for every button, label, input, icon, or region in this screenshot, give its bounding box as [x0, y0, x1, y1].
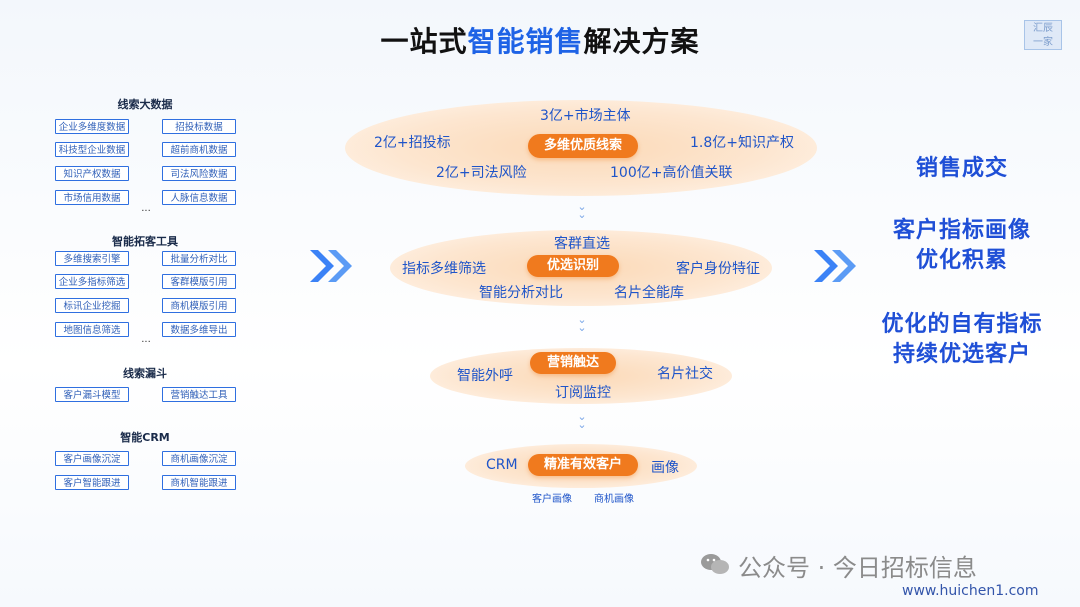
website-url[interactable]: www.huichen1.com [902, 583, 1039, 599]
level4-left-label: CRM [486, 457, 518, 473]
result-line: 优化的自有指标 [881, 312, 1043, 337]
level1-left-label: 2亿+招投标 [374, 135, 451, 151]
result-customer-profile: 客户指标画像 优化积累 [852, 216, 1072, 276]
tag-bidding-data: 招投标数据 [162, 119, 236, 134]
chevron-down-icon: ⌄⌄ [577, 410, 587, 431]
level2-center-pill: 优选识别 [527, 255, 619, 277]
level2-top-label: 客群直选 [554, 236, 610, 252]
tag-opportunity-profile: 商机画像沉淀 [162, 451, 236, 466]
tag-customer-profile: 客户画像沉淀 [55, 451, 129, 466]
tag-search-engine: 多维搜索引擎 [55, 251, 129, 266]
title-suffix: 解决方案 [583, 25, 700, 58]
result-line: 持续优选客户 [892, 342, 1031, 367]
chevron-down-icon: ⌄⌄ [577, 313, 587, 334]
result-line: 销售成交 [915, 156, 1008, 181]
tag-marketing-reach: 营销触达工具 [162, 387, 236, 402]
level3-right-label: 名片社交 [657, 366, 713, 382]
tag-network-data: 人脉信息数据 [162, 190, 236, 205]
logo-line-1: 汇辰 [1033, 23, 1053, 34]
level3-center-pill: 营销触达 [530, 352, 616, 374]
level2-left-label: 指标多维筛选 [402, 261, 486, 277]
group-title-smart-crm: 智能CRM [120, 431, 170, 444]
page-title: 一站式智能销售解决方案 [0, 20, 1080, 60]
level2-bottom-left-label: 智能分析对比 [479, 285, 563, 301]
group-title-lead-data: 线索大数据 [117, 98, 173, 111]
level4-bottom-left-label: 客户画像 [532, 494, 572, 505]
level4-right-label: 画像 [651, 460, 679, 476]
level3-left-label: 智能外呼 [457, 368, 513, 384]
result-line: 客户指标画像 [892, 218, 1031, 243]
wechat-icon [700, 552, 730, 580]
level2-bottom-right-label: 名片全能库 [614, 285, 684, 301]
tag-opportunity-followup: 商机智能跟进 [162, 475, 236, 490]
group-title-lead-funnel: 线索漏斗 [123, 367, 167, 380]
tag-map-filter: 地图信息筛选 [55, 322, 129, 337]
result-sales-deal: 销售成交 [852, 154, 1072, 184]
level4-center-pill: 精准有效客户 [528, 454, 638, 476]
chevron-down-icon: ⌄⌄ [577, 200, 587, 221]
level1-bottom-right-label: 100亿+高价值关联 [610, 165, 733, 181]
tag-batch-compare: 批量分析对比 [162, 251, 236, 266]
level2-right-label: 客户身份特征 [676, 261, 760, 277]
level1-top-label: 3亿+市场主体 [540, 108, 631, 124]
level4-bottom-right-label: 商机画像 [594, 494, 634, 505]
tag-bid-enterprise-mining: 标讯企业挖掘 [55, 298, 129, 313]
tag-credit-data: 市场信用数据 [55, 190, 129, 205]
tag-multi-indicator-filter: 企业多指标筛选 [55, 274, 129, 289]
result-optimized-indicators: 优化的自有指标 持续优选客户 [852, 310, 1072, 370]
tag-customer-followup: 客户智能跟进 [55, 475, 129, 490]
level1-bottom-left-label: 2亿+司法风险 [436, 165, 527, 181]
brand-logo: 汇辰 一家 [1024, 20, 1062, 50]
tag-enterprise-data: 企业多维度数据 [55, 119, 129, 134]
group-title-prospecting-tools: 智能拓客工具 [112, 235, 178, 248]
tag-judicial-risk-data: 司法风险数据 [162, 166, 236, 181]
wechat-account-label: 公众号 · 今日招标信息 [738, 554, 977, 582]
title-highlight: 智能销售 [467, 25, 584, 58]
tag-ip-data: 知识产权数据 [55, 166, 129, 181]
chevron-right-icon [812, 248, 860, 288]
tag-early-opportunity-data: 超前商机数据 [162, 142, 236, 157]
level3-bottom-label: 订阅监控 [555, 385, 611, 401]
tag-tech-enterprise-data: 科技型企业数据 [55, 142, 129, 157]
logo-line-2: 一家 [1033, 37, 1053, 48]
chevron-right-icon [308, 248, 356, 288]
tag-segment-template: 客群模版引用 [162, 274, 236, 289]
tag-customer-funnel: 客户漏斗模型 [55, 387, 129, 402]
more-ellipsis: ... [141, 334, 151, 345]
title-prefix: 一站式 [380, 25, 468, 58]
tag-opportunity-template: 商机模版引用 [162, 298, 236, 313]
level1-right-label: 1.8亿+知识产权 [690, 135, 794, 151]
level1-center-pill: 多维优质线索 [528, 134, 638, 158]
result-line: 优化积累 [915, 248, 1008, 273]
more-ellipsis: ... [141, 203, 151, 214]
tag-data-export: 数据多维导出 [162, 322, 236, 337]
